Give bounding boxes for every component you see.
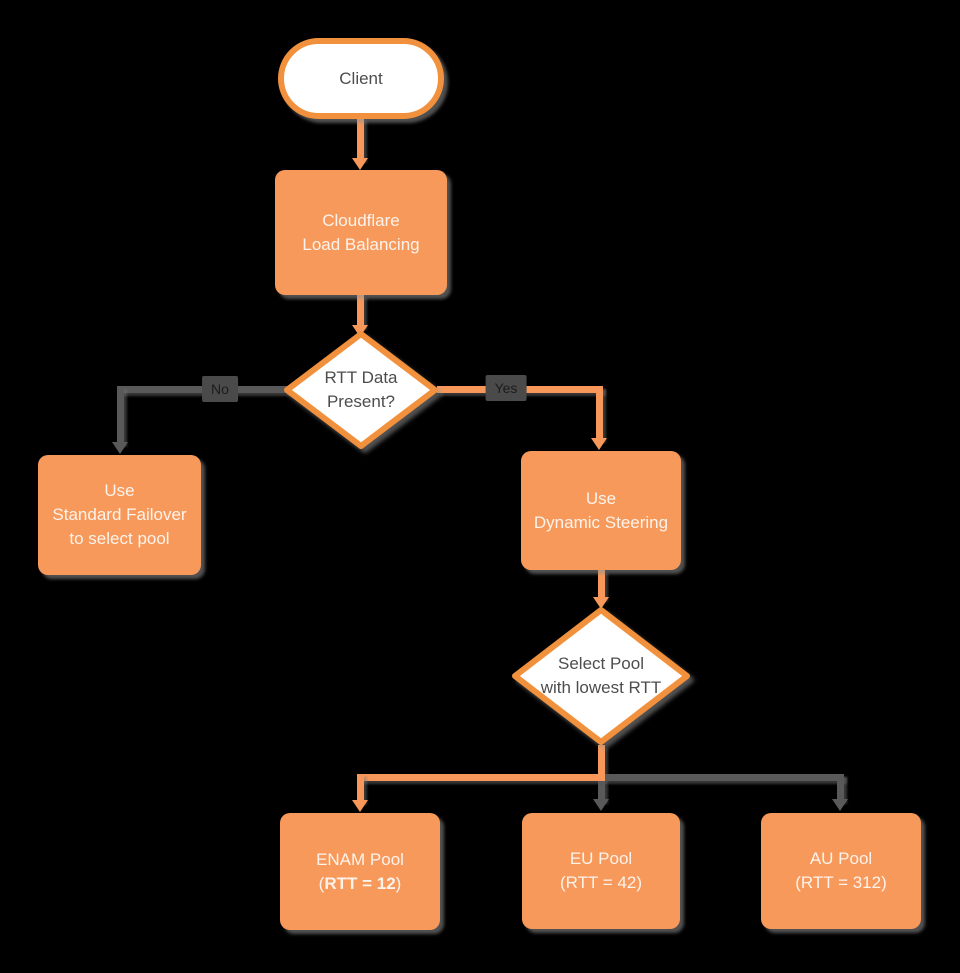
arrowhead-icon: [352, 800, 368, 812]
arrowhead-icon: [593, 799, 609, 811]
edge-label-no: No: [202, 376, 238, 402]
edge-to-au-vertical: [837, 774, 844, 801]
edge-label-yes: Yes: [485, 375, 527, 401]
edge-to-eu-vertical: [598, 781, 605, 801]
decision-label-line: Select Pool: [558, 654, 644, 673]
node-label-line: Use: [585, 488, 617, 508]
arrowhead-icon: [591, 438, 607, 450]
node-label-line: Use: [104, 481, 135, 500]
diamond-shape: [512, 607, 690, 745]
edge-to-enam-horizontal: [357, 774, 605, 781]
node-label-line: ENAM Pool: [316, 849, 404, 869]
paren-close: ): [395, 873, 402, 893]
node-dynamic-steering: Use Dynamic Steering: [521, 451, 681, 570]
node-eu-pool: EU Pool (RTT = 42): [522, 813, 680, 929]
edge-to-enam-vertical: [357, 774, 364, 802]
arrowhead-icon: [112, 442, 128, 454]
node-label-line: EU Pool: [569, 849, 633, 868]
node-label-line: Standard Failover: [52, 505, 187, 524]
edge-no-vertical: [117, 386, 124, 444]
rtt-value-bold: RTT = 12: [324, 873, 396, 893]
node-label-line: to select pool: [69, 529, 170, 548]
paren-open: (: [318, 873, 325, 893]
edge-select-pool-stem: [598, 745, 605, 781]
arrowhead-icon: [593, 597, 609, 609]
node-label-line: AU Pool: [809, 849, 873, 868]
node-label-line: Load Balancing: [302, 234, 420, 254]
node-standard-failover: Use Standard Failover to select pool: [38, 455, 201, 575]
node-client: Client: [278, 38, 444, 119]
node-cloudflare-load-balancing: Cloudflare Load Balancing: [275, 170, 447, 295]
edge-cloudflare-to-rtt-decision: [357, 295, 364, 327]
node-label-line: (RTT = 312): [795, 873, 887, 892]
decision-label-line: Present?: [326, 392, 396, 411]
node-au-pool: AU Pool (RTT = 312): [761, 813, 921, 929]
diamond-shape: [284, 331, 438, 449]
node-label-line: (RTT = 42): [559, 873, 643, 892]
edge-yes-vertical: [596, 386, 603, 440]
decision-label-line: RTT Data: [324, 368, 398, 387]
arrowhead-icon: [352, 158, 368, 170]
arrowhead-icon: [832, 799, 848, 811]
node-label-line: Cloudflare: [322, 210, 400, 230]
edge-steering-to-select-pool: [598, 570, 605, 599]
node-label-line: (RTT = 12): [319, 872, 402, 896]
decision-label-line: with lowest RTT: [540, 678, 662, 697]
node-label-line: Dynamic Steering: [533, 512, 669, 532]
decision-rtt-data-present: RTT Data Present?: [281, 328, 441, 452]
edge-client-to-cloudflare: [357, 118, 364, 160]
edge-to-au-horizontal: [605, 774, 844, 781]
decision-select-pool-lowest-rtt: Select Pool with lowest RTT: [509, 604, 693, 748]
node-client-label: Client: [339, 68, 383, 88]
node-enam-pool: ENAM Pool (RTT = 12): [280, 813, 440, 930]
